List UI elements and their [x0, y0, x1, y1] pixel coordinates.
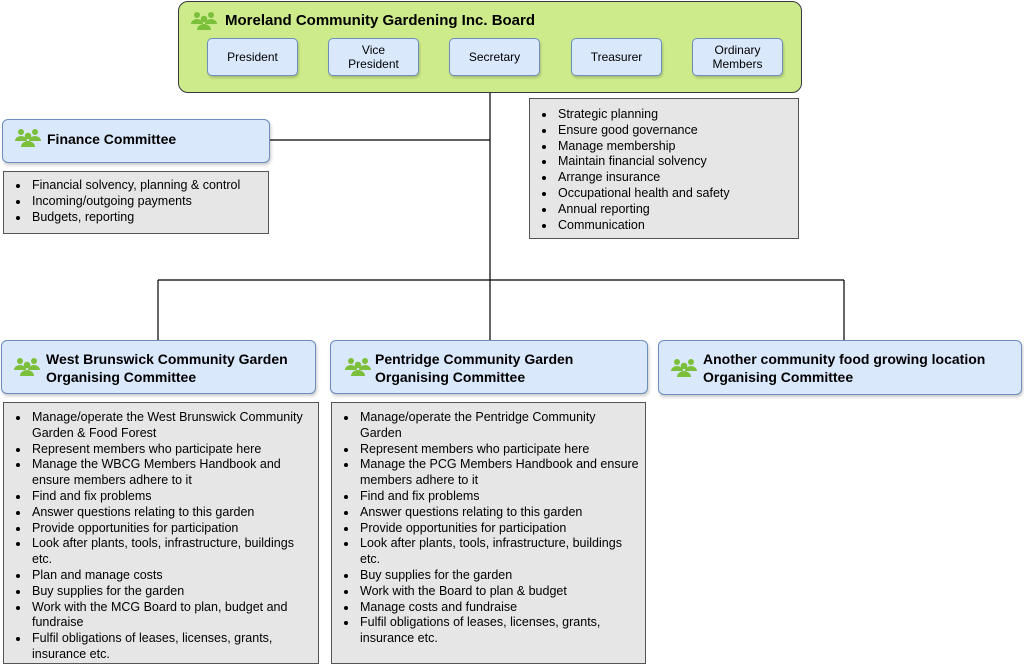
pcg-duty-item: Work with the Board to plan & budget: [332, 584, 639, 600]
role-president: President: [207, 38, 298, 76]
other-committee-title: Another community food growing location …: [703, 350, 985, 386]
pcg-title-line1: Pentridge Community Garden: [375, 351, 574, 367]
wbcg-duty-item: Work with the MCG Board to plan, budget …: [4, 600, 312, 632]
pcg-duty-item: Manage costs and fundraise: [332, 600, 639, 616]
board-duty-item: Maintain financial solvency: [530, 154, 798, 170]
role-secretary: Secretary: [449, 38, 540, 76]
board-duty-item: Arrange insurance: [530, 170, 798, 186]
pcg-duty-item: Look after plants, tools, infrastructure…: [332, 536, 639, 568]
pcg-title-line2: Organising Committee: [375, 369, 526, 385]
pcg-duty-item: Represent members who participate here: [332, 442, 639, 458]
finance-duty-item: Incoming/outgoing payments: [4, 194, 268, 210]
role-treasurer: Treasurer: [571, 38, 662, 76]
board-duty-item: Occupational health and safety: [530, 186, 798, 202]
other-title-line2: Organising Committee: [703, 369, 854, 385]
pcg-duty-item: Provide opportunities for participation: [332, 521, 639, 537]
pcg-duty-item: Fulfil obligations of leases, licenses, …: [332, 615, 639, 647]
people-group-icon: [191, 12, 217, 30]
wbcg-duty-item: Manage/operate the West Brunswick Commun…: [4, 410, 312, 442]
pcg-duties: Manage/operate the Pentridge Community G…: [331, 402, 646, 664]
wbcg-duties: Manage/operate the West Brunswick Commun…: [3, 402, 319, 664]
finance-duty-item: Financial solvency, planning & control: [4, 178, 268, 194]
pcg-duty-item: Find and fix problems: [332, 489, 639, 505]
pcg-duty-item: Answer questions relating to this garden: [332, 505, 639, 521]
wbcg-title-line1: West Brunswick Community Garden: [46, 351, 288, 367]
board-title: Moreland Community Gardening Inc. Board: [225, 12, 536, 29]
people-group-icon: [345, 358, 371, 376]
wbcg-duty-item: Buy supplies for the garden: [4, 584, 312, 600]
wbcg-duty-item: Provide opportunities for participation: [4, 521, 312, 537]
other-committee-box: Another community food growing location …: [658, 340, 1022, 395]
people-group-icon: [15, 129, 41, 147]
board-duty-item: Ensure good governance: [530, 123, 798, 139]
wbcg-duty-item: Plan and manage costs: [4, 568, 312, 584]
board-duty-item: Manage membership: [530, 139, 798, 155]
role-ordinary-members: Ordinary Members: [692, 38, 783, 76]
wbcg-duty-item: Answer questions relating to this garden: [4, 505, 312, 521]
wbcg-title-line2: Organising Committee: [46, 369, 197, 385]
finance-committee-box: Finance Committee: [2, 119, 270, 163]
wbcg-committee-title: West Brunswick Community Garden Organisi…: [46, 350, 288, 386]
pcg-duty-item: Buy supplies for the garden: [332, 568, 639, 584]
wbcg-duty-item: Represent members who participate here: [4, 442, 312, 458]
wbcg-duty-item: Find and fix problems: [4, 489, 312, 505]
other-title-line1: Another community food growing location: [703, 351, 986, 367]
board-duty-item: Annual reporting: [530, 202, 798, 218]
wbcg-duty-item: Fulfil obligations of leases, licenses, …: [4, 631, 312, 663]
pcg-duty-item: Manage/operate the Pentridge Community G…: [332, 410, 639, 442]
pcg-duty-item: Manage the PCG Members Handbook and ensu…: [332, 457, 639, 489]
wbcg-committee-box: West Brunswick Community Garden Organisi…: [1, 340, 316, 394]
pcg-committee-box: Pentridge Community Garden Organising Co…: [330, 340, 648, 394]
wbcg-duty-item: Manage the WBCG Members Handbook and ens…: [4, 457, 312, 489]
finance-committee-title: Finance Committee: [47, 131, 177, 147]
pcg-committee-title: Pentridge Community Garden Organising Co…: [375, 350, 573, 386]
wbcg-duty-item: Look after plants, tools, infrastructure…: [4, 536, 312, 568]
people-group-icon: [671, 359, 697, 377]
board-box: Moreland Community Gardening Inc. Board …: [178, 1, 802, 93]
role-vice-president: Vice President: [328, 38, 419, 76]
finance-duty-item: Budgets, reporting: [4, 210, 268, 226]
board-duty-item: Strategic planning: [530, 107, 798, 123]
people-group-icon: [14, 358, 40, 376]
board-duty-item: Communication: [530, 218, 798, 234]
